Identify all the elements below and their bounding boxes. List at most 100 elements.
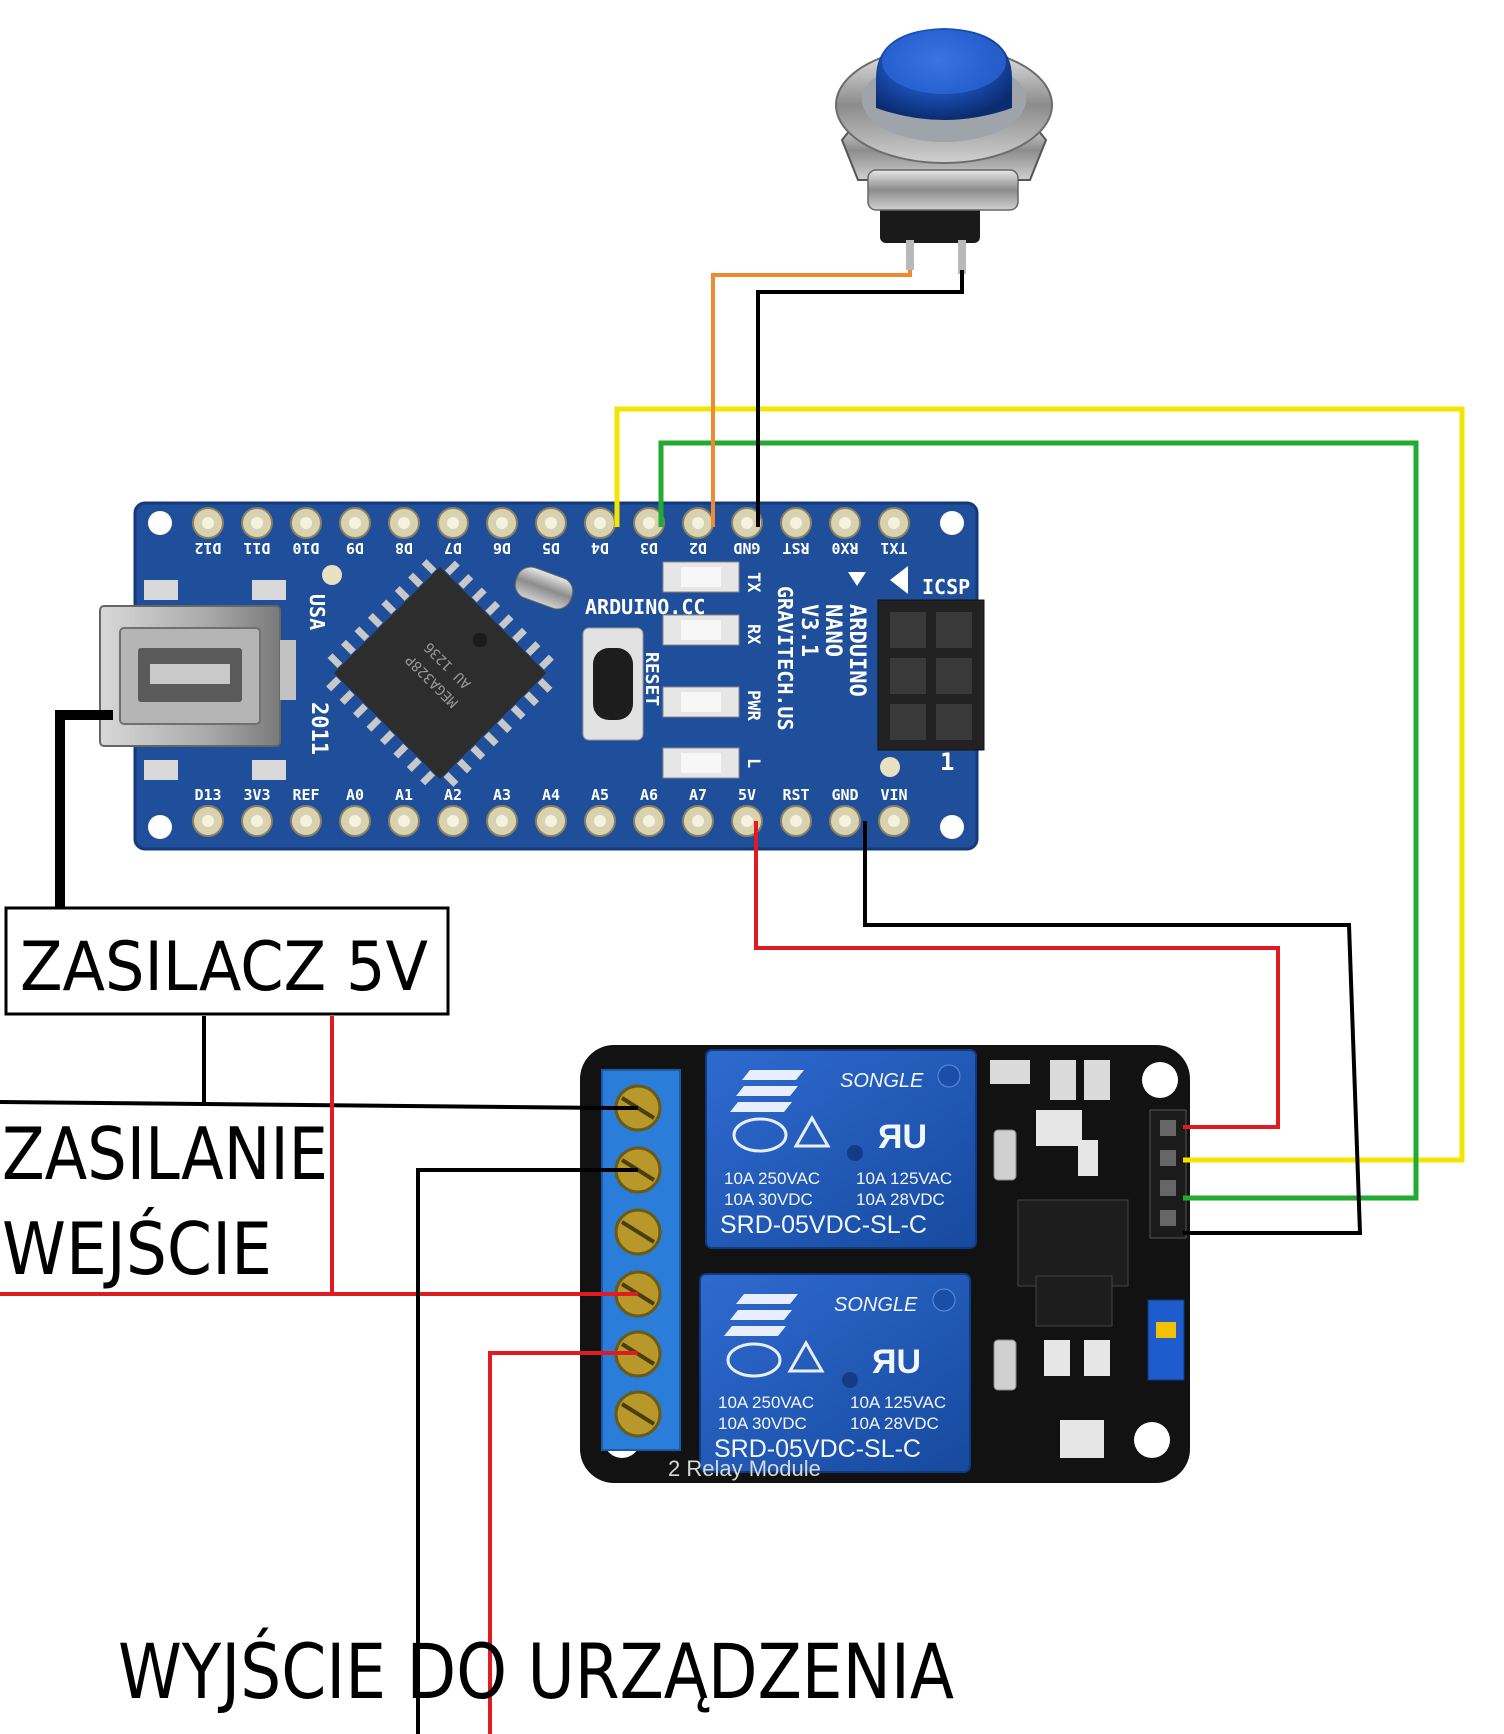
output-label: WYJŚCIE DO URZĄDZENIA bbox=[118, 1626, 954, 1716]
relay2-rating-4: 10A 28VDC bbox=[850, 1414, 939, 1433]
power-supply-box bbox=[4, 906, 450, 1016]
wire-orange-button-d2 bbox=[711, 270, 912, 527]
mounting-hole bbox=[148, 815, 172, 839]
led-l bbox=[662, 747, 740, 779]
led-label-l: L bbox=[743, 758, 763, 768]
songle-logo bbox=[724, 1294, 798, 1336]
pin-label-top: D6 bbox=[493, 539, 511, 557]
pin-label-top: D7 bbox=[444, 539, 462, 557]
pin-label-bottom: A6 bbox=[640, 786, 658, 804]
wire-power-usb bbox=[55, 710, 113, 908]
wire-green-d3-in1 bbox=[658, 440, 1419, 1201]
pin-label-top: D3 bbox=[640, 539, 658, 557]
songle-logo bbox=[730, 1070, 804, 1112]
button-thread bbox=[867, 169, 1019, 211]
mounting-hole bbox=[148, 511, 172, 535]
relay1-rating-4: 10A 28VDC bbox=[856, 1190, 945, 1209]
optocoupler bbox=[1017, 1199, 1129, 1287]
relay-brand: SONGLE bbox=[840, 1070, 924, 1092]
pin-label-bottom: A5 bbox=[591, 786, 609, 804]
pin-label-top: D8 bbox=[395, 539, 413, 557]
usb-mini-connector bbox=[99, 605, 296, 747]
header-pin-in1: IN1 bbox=[1196, 1178, 1210, 1200]
board-name-nano: NANO bbox=[820, 604, 845, 657]
board-name-arduino: ARDUINO bbox=[844, 604, 869, 697]
pin-label-top: D5 bbox=[542, 539, 560, 557]
input-label-line2: WEJŚCIE bbox=[2, 1207, 272, 1291]
mounting-hole bbox=[940, 511, 964, 535]
pin-label-top: RX0 bbox=[831, 539, 858, 557]
arduino-cc-label: ARDUINO.CC bbox=[585, 595, 705, 619]
pin-label-top: D2 bbox=[689, 539, 707, 557]
wire-black-output bbox=[416, 1168, 638, 1734]
pin-label-top: D11 bbox=[243, 539, 270, 557]
wire-black-input bbox=[0, 1100, 638, 1110]
optocoupler bbox=[1035, 1275, 1113, 1327]
pin-label-bottom: A0 bbox=[346, 786, 364, 804]
pin-label-bottom: REF bbox=[292, 786, 319, 804]
button-terminal-left bbox=[906, 240, 914, 270]
svg-text:ЯU: ЯU bbox=[878, 1118, 927, 1156]
pin-label-top: RST bbox=[782, 539, 809, 557]
wire-red-5v-vcc bbox=[754, 821, 1280, 1129]
pin-label-bottom: A4 bbox=[542, 786, 560, 804]
push-button bbox=[835, 28, 1053, 274]
relay-2: SONGLE ЯU 10A 250VAC 10A 125VAC 10A 30VD… bbox=[699, 1273, 971, 1473]
power-supply-label: ZASILACZ 5V bbox=[20, 928, 428, 1007]
led-label-rx: RX bbox=[743, 624, 763, 645]
mounting-hole bbox=[940, 815, 964, 839]
board-maker: GRAVITECH.US bbox=[773, 586, 797, 731]
pin-label-bottom: 3V3 bbox=[243, 786, 270, 804]
relay2-model: SRD-05VDC-SL-C bbox=[714, 1435, 921, 1463]
mounting-hole bbox=[1142, 1062, 1178, 1098]
wires bbox=[0, 270, 1465, 1734]
pin-label-bottom: D13 bbox=[194, 786, 221, 804]
led-label-pwr: PWR bbox=[743, 690, 763, 721]
relay-1: SONGLE ЯU 10A 250VAC 10A 125VAC 10A 30VD… bbox=[705, 1049, 977, 1249]
led-rx bbox=[662, 614, 740, 646]
relay1-rating-2: 10A 125VAC bbox=[856, 1169, 952, 1188]
pin-label-bottom: RST bbox=[782, 786, 809, 804]
relay1-model: SRD-05VDC-SL-C bbox=[720, 1211, 927, 1239]
crystal bbox=[514, 566, 574, 610]
header-pin-gnd: GND bbox=[1196, 1208, 1210, 1230]
led-pwr bbox=[662, 686, 740, 718]
icsp-label: ICSP bbox=[922, 575, 970, 599]
relay1-rating-1: 10A 250VAC bbox=[724, 1169, 820, 1188]
pin-label-bottom: GND bbox=[831, 786, 858, 804]
wire-black-gnd-gnd bbox=[863, 821, 1363, 1235]
board-version: V3.1 bbox=[796, 604, 821, 657]
wire-yellow-d4-in2 bbox=[614, 406, 1465, 1163]
mounting-hole bbox=[1134, 1422, 1170, 1458]
button-terminal-right bbox=[958, 240, 966, 274]
relay-components bbox=[990, 1060, 1185, 1458]
wire-red-output bbox=[488, 1351, 638, 1734]
relay2-brand: SONGLE bbox=[834, 1294, 918, 1316]
pin-label-top: D9 bbox=[346, 539, 364, 557]
relay2-rating-3: 10A 30VDC bbox=[718, 1414, 807, 1433]
relay-input-header bbox=[1149, 1109, 1187, 1239]
led-tx bbox=[662, 561, 740, 593]
pin-label-top: GND bbox=[733, 539, 760, 557]
relay1-rating-3: 10A 30VDC bbox=[724, 1190, 813, 1209]
wire-black-button-gnd bbox=[756, 270, 964, 527]
svg-text:ЯU: ЯU bbox=[872, 1343, 921, 1381]
board-country: USA bbox=[305, 594, 329, 630]
pin-label-bottom: 5V bbox=[738, 786, 756, 804]
input-label-line1: ZASILANIE bbox=[2, 1112, 328, 1196]
pin-label-bottom: A1 bbox=[395, 786, 413, 804]
relay-module-label: 2 Relay Module bbox=[668, 1456, 821, 1481]
screw-terminal-block bbox=[601, 1069, 681, 1451]
board-year: 2011 bbox=[306, 702, 331, 755]
pin-label-top: D4 bbox=[591, 539, 609, 557]
reset-label: RESET bbox=[641, 652, 662, 706]
reset-button bbox=[582, 627, 644, 741]
relay2-rating-1: 10A 250VAC bbox=[718, 1393, 814, 1412]
pin-label-bottom: A2 bbox=[444, 786, 462, 804]
pin-label-top: D12 bbox=[194, 539, 221, 557]
pin-label-bottom: A3 bbox=[493, 786, 511, 804]
